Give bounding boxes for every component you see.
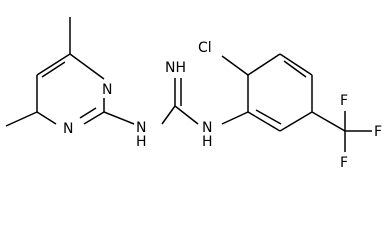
bond — [69, 53, 105, 80]
bond — [279, 53, 313, 76]
bond — [103, 111, 135, 125]
chemical-structure-diagram: N N N H N H NH Cl F F F — [5, 17, 382, 171]
bond — [36, 111, 57, 125]
bond — [41, 61, 66, 78]
guanidine-group — [161, 78, 249, 125]
bond — [5, 111, 38, 127]
amine-hydrogen-left: H — [136, 134, 147, 150]
pyrimidine-ring — [5, 17, 135, 127]
fluorine-bottom-label: F — [340, 155, 348, 171]
trifluoromethyl-group — [344, 111, 372, 152]
ring-nitrogen-lower: N — [63, 121, 73, 137]
bond — [247, 111, 281, 132]
bond — [36, 53, 71, 76]
bond — [161, 105, 176, 125]
bond — [279, 111, 313, 132]
bond — [283, 60, 307, 78]
imine-label: NH — [165, 60, 186, 76]
chlorine-label: Cl — [198, 40, 212, 56]
bond — [83, 111, 105, 125]
bond — [221, 111, 249, 125]
bond — [311, 111, 346, 132]
bond — [174, 105, 199, 125]
benzene-ring — [221, 53, 346, 132]
fluorine-top-label: F — [340, 93, 348, 109]
fluorine-right-label: F — [374, 124, 382, 140]
amine-hydrogen-right: H — [202, 134, 213, 150]
bond — [221, 55, 249, 76]
amine-nitrogen-left: N — [136, 120, 146, 136]
amine-nitrogen-right: N — [202, 120, 212, 136]
bond — [255, 109, 282, 125]
bond — [79, 107, 97, 119]
ring-nitrogen-upper: N — [102, 82, 112, 98]
bond — [247, 53, 281, 76]
